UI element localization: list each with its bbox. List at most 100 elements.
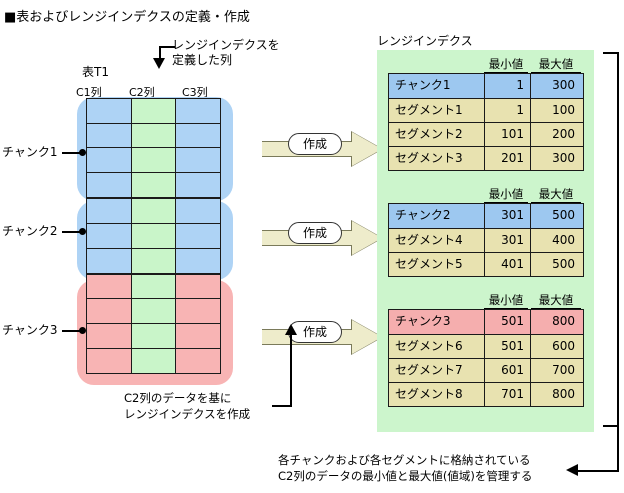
range-index-row-max: 300: [552, 78, 575, 92]
range-index-row-name: セグメント2: [389, 123, 485, 146]
footer-note-line2: C2列のデータの最小値と最大値(値域)を管理する: [278, 469, 533, 483]
table-cell: [130, 98, 177, 124]
range-index-row-max: 500: [552, 208, 575, 222]
chunk-leader-dot-3: [79, 327, 86, 334]
indexed-column-leader-vertical: [159, 46, 161, 61]
footer-note: 各チャンクおよび各セグメントに格納されている C2列のデータの最小値と最大値(値…: [278, 452, 532, 484]
create-arrow-1: 作成: [262, 131, 383, 167]
range-index-row-min: 301: [485, 229, 531, 252]
create-index-note: C2列のデータを基に レンジインデクスを作成: [124, 390, 250, 422]
table-cell: [130, 147, 177, 174]
bracket-drop-line: [617, 425, 619, 471]
table-cell: [130, 322, 177, 349]
range-index-row-max: 200: [552, 127, 575, 141]
range-index-row-max: 100: [552, 103, 575, 117]
range-index-row-max: 500: [552, 257, 575, 271]
table-cell: [175, 222, 222, 249]
header-min-1: 最小値: [484, 56, 528, 73]
create-arrow-label-1: 作成: [288, 133, 342, 155]
range-index-title: レンジインデクス: [377, 34, 473, 48]
header-max-1: 最大値: [531, 56, 581, 73]
create-arrow-label-3: 作成: [288, 321, 342, 343]
table-cell: [175, 122, 222, 149]
header-max-2: 最大値: [531, 186, 581, 203]
header-min-2: 最小値: [484, 186, 528, 203]
bracket-top: [603, 52, 619, 54]
create-arrow-3: 作成: [262, 319, 383, 355]
table-cell: [175, 172, 222, 199]
range-index-row-min: 401: [485, 253, 531, 276]
range-index-row-max: 800: [552, 314, 575, 328]
table-cell: [130, 172, 177, 199]
chunk-leader-1: [62, 152, 82, 154]
chunk-leader-3: [62, 330, 82, 332]
range-index-header-3: 最小値 最大値: [388, 292, 584, 309]
range-index-row-name: セグメント7: [389, 359, 485, 382]
create-arrow-2: 作成: [262, 220, 383, 256]
down-arrow-icon: [153, 58, 165, 69]
table-cell: [175, 98, 222, 124]
table-cell: [86, 347, 132, 374]
note-leader-vertical: [290, 333, 292, 407]
table-cell: [86, 122, 132, 149]
table-cell: [130, 347, 177, 374]
table-cell: [86, 172, 132, 199]
table-cell: [86, 198, 132, 225]
column-header-c2: C2列: [129, 86, 155, 99]
chunk-leader-2: [62, 231, 82, 233]
footer-note-line1: 各チャンクおよび各セグメントに格納されている: [278, 453, 531, 467]
range-index-row-name: チャンク3: [389, 310, 485, 334]
left-arrow-icon: [566, 464, 578, 476]
table-cell: [175, 247, 222, 274]
range-index-row-name: セグメント4: [389, 229, 485, 252]
bracket-bottom: [603, 425, 619, 427]
range-index-row-max: 600: [552, 339, 575, 353]
create-index-note-line1: C2列のデータを基に: [124, 391, 232, 405]
chunk-leader-dot-1: [79, 149, 86, 156]
column-header-c1: C1列: [76, 86, 102, 99]
table-cell: [86, 147, 132, 174]
table-cell: [175, 198, 222, 225]
chunk-label-3: チャンク3: [2, 323, 58, 337]
table-cell: [130, 273, 177, 300]
create-arrow-label-2: 作成: [288, 222, 342, 244]
table-name-label: 表T1: [82, 65, 109, 79]
chunk-leader-dot-2: [79, 228, 86, 235]
table-cell-grid: [86, 98, 224, 384]
indexed-column-leader-horizontal: [159, 46, 175, 48]
range-index-row-name: セグメント3: [389, 147, 485, 170]
table-cell: [86, 98, 132, 124]
table-cell: [175, 298, 222, 325]
range-index-row-min: 501: [485, 310, 531, 334]
indexed-column-annotation-line1: レンジインデクスを: [172, 38, 280, 52]
table-cell: [130, 247, 177, 274]
range-index-row-max: 700: [552, 363, 575, 377]
chunk-label-2: チャンク2: [2, 224, 58, 238]
header-min-3: 最小値: [484, 292, 528, 309]
create-index-note-line2: レンジインデクスを作成: [124, 407, 251, 421]
table-cell: [86, 247, 132, 274]
bracket-callout-line: [576, 470, 619, 472]
range-index-row-name: チャンク1: [389, 74, 485, 98]
range-index-row-name: セグメント5: [389, 253, 485, 276]
range-index-row-min: 501: [485, 335, 531, 358]
header-max-3: 最大値: [531, 292, 581, 309]
range-index-row-name: セグメント1: [389, 99, 485, 122]
table-cell: [130, 198, 177, 225]
page-title: ■表およびレンジインデクスの定義・作成: [4, 10, 250, 25]
indexed-column-annotation-line2: 定義した列: [172, 53, 233, 67]
table-cell: [130, 298, 177, 325]
range-index-row-name: セグメント8: [389, 383, 485, 406]
